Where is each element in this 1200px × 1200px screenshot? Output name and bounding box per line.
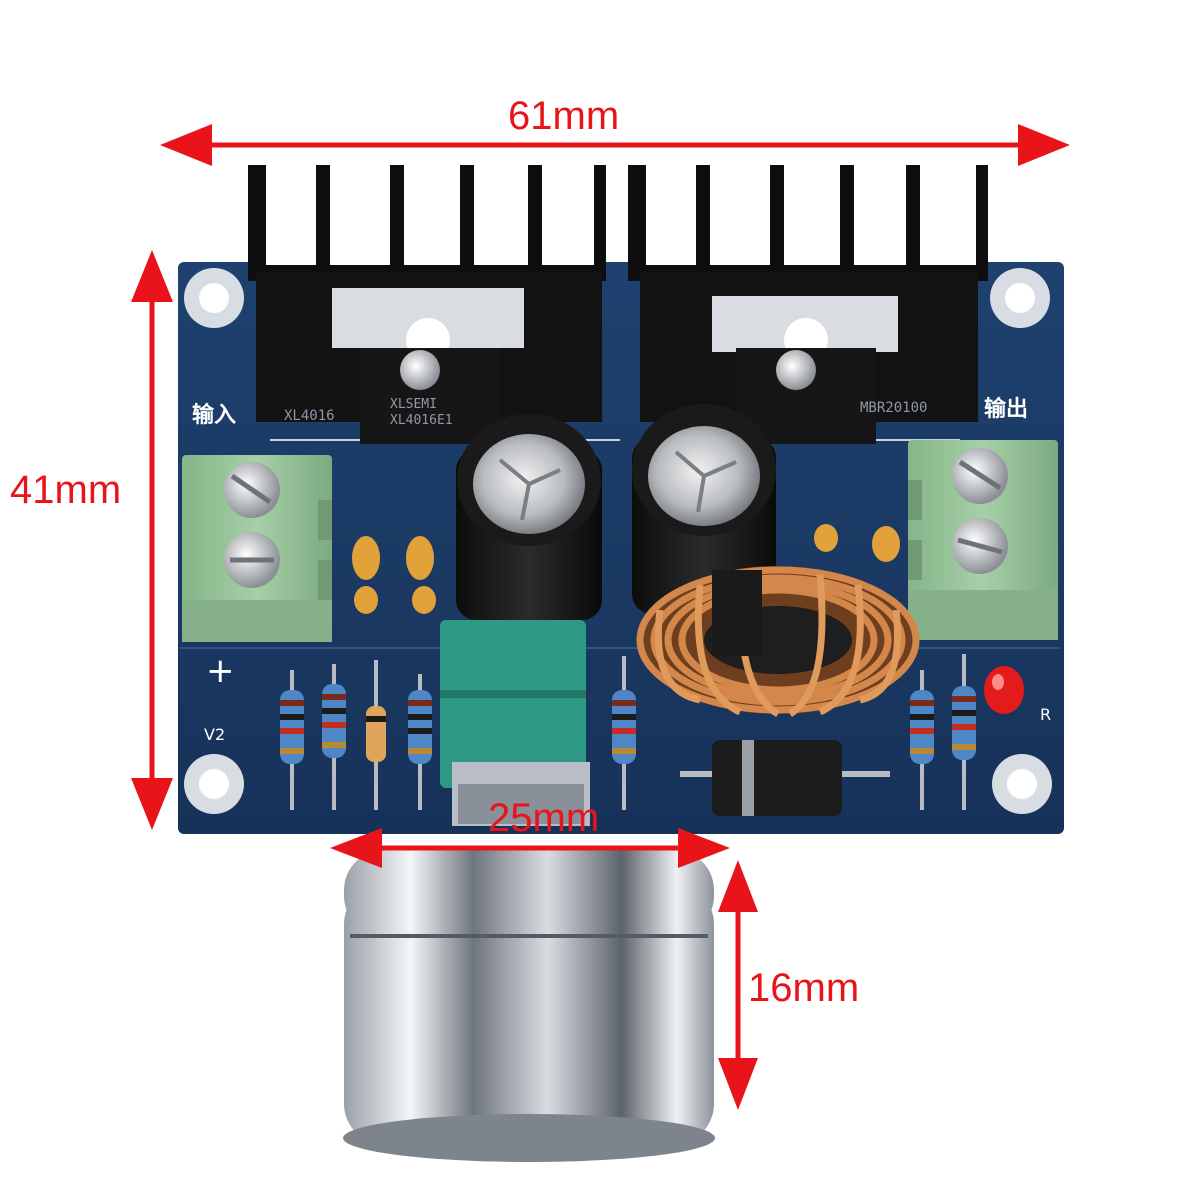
diode-package-right [712,296,898,444]
chip-left-part: XL4016E1 [390,413,453,428]
input-label: 输入 [192,402,236,428]
output-terminal-block [908,440,1058,640]
resistor-6 [952,654,976,810]
knob-diameter-dimension-label: 25mm [488,796,600,840]
mounting-hole-top-left [184,268,244,328]
resistor-5 [910,670,934,810]
diode-right-label: MBR20100 [860,400,927,416]
resistor-group-right [910,654,976,810]
mounting-hole-bottom-left [184,754,244,814]
led-indicator-icon [984,666,1024,714]
chip-left-label: XL4016 [284,408,335,424]
height-dimension-arrow [131,250,173,830]
chip-left-marking: XLSEMI [390,397,437,412]
height-dimension-label: 41mm [10,468,122,512]
ceramic-capacitor-3 [814,524,900,562]
mounting-hole-top-right [990,268,1050,328]
resistor-group-left [280,656,636,810]
zener-diode [366,660,386,810]
width-dimension-label: 61mm [508,94,620,138]
regulator-chip-left [332,288,524,444]
ceramic-capacitor-1 [352,536,380,614]
knob-diameter-dimension-arrow [330,828,730,868]
plus-label: + [206,651,235,691]
width-dimension-arrow [160,124,1070,166]
knob-height-dimension-arrow [718,860,758,1110]
resistor-4 [612,656,636,810]
toroid-inductor [636,566,920,718]
v2-label: V2 [204,725,225,744]
resistor-2 [322,664,346,810]
resistor-3 [408,674,432,810]
input-terminal-block [182,455,332,642]
electrolytic-capacitor-left [456,414,602,620]
ceramic-capacitor-2 [406,536,436,614]
mounting-hole-bottom-right [992,754,1052,814]
trimmer-potentiometer [440,620,590,826]
knob-height-dimension-label: 16mm [748,966,860,1010]
r-label: R [1040,705,1051,724]
output-label: 输出 [984,396,1028,422]
schottky-diode [680,740,890,816]
potentiometer-knob [343,850,715,1162]
resistor-1 [280,670,304,810]
